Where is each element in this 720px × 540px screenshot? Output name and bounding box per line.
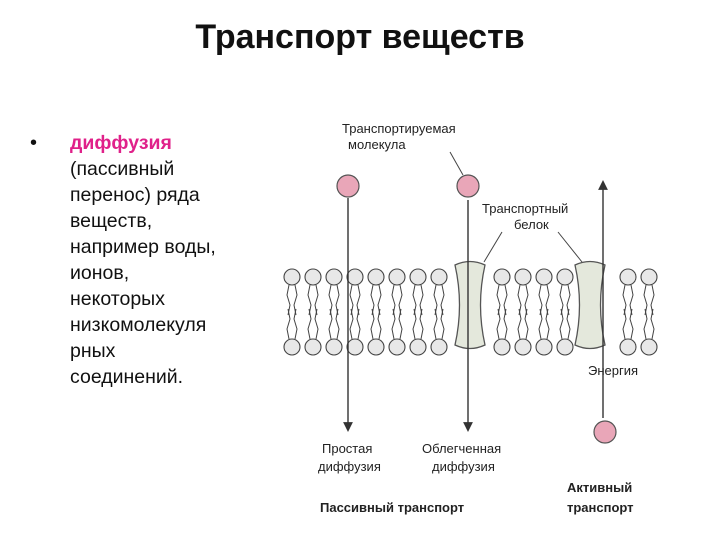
phospholipid: [346, 308, 364, 356]
label-simple-diffusion: Простая: [322, 441, 372, 456]
phospholipid: [409, 308, 427, 356]
label-active-transport: транспорт: [567, 500, 634, 515]
bullet-line: (пассивный: [70, 158, 175, 180]
label-transported-molecule: Транспортируемая: [342, 121, 456, 136]
phospholipid: [493, 308, 511, 356]
phospholipid: [304, 268, 322, 316]
phospholipid: [430, 308, 448, 356]
label-active-transport: Активный: [567, 480, 632, 495]
bullet-line: перенос) ряда: [70, 184, 200, 206]
label-passive-transport: Пассивный транспорт: [320, 500, 464, 515]
phospholipid: [640, 268, 658, 316]
phospholipid: [388, 268, 406, 316]
phospholipid: [556, 308, 574, 356]
bullet-line: например воды,: [70, 236, 216, 258]
bullet-line: низкомолекуля: [70, 314, 207, 336]
bullet-line: соединений.: [70, 366, 184, 388]
bullet-text: диффузия (пассивный перенос) ряда вещест…: [70, 130, 275, 390]
bullet-marker: •: [30, 132, 38, 154]
transport-protein-channel: [454, 260, 486, 350]
phospholipid: [493, 268, 511, 316]
label-energy: Энергия: [588, 363, 638, 378]
label-facilitated-diffusion: диффузия: [432, 459, 495, 474]
label-transport-protein: белок: [514, 217, 549, 232]
transport-protein-pump: [574, 260, 606, 350]
phospholipid: [514, 308, 532, 356]
phospholipid: [325, 308, 343, 356]
phospholipid: [556, 268, 574, 316]
slide-title: Транспорт веществ: [0, 18, 720, 57]
bullet-line: рных: [70, 340, 116, 362]
phospholipid: [514, 268, 532, 316]
label-simple-diffusion: диффузия: [318, 459, 381, 474]
phospholipid: [430, 268, 448, 316]
phospholipid: [367, 268, 385, 316]
molecule-pointer-line: [449, 151, 464, 176]
phospholipid: [409, 268, 427, 316]
slide-title-text: Транспорт веществ: [195, 18, 525, 56]
bullet-line: веществ,: [70, 210, 153, 232]
molecule-simple-diffusion: [336, 174, 360, 198]
phospholipid: [367, 308, 385, 356]
phospholipid: [346, 268, 364, 316]
bullet-term: диффузия: [70, 132, 172, 154]
lipid-layer-top: [283, 268, 658, 316]
phospholipid: [283, 308, 301, 356]
molecule-facilitated-diffusion: [456, 174, 480, 198]
phospholipid: [619, 308, 637, 356]
molecule-active-transport: [593, 420, 617, 444]
label-transport-protein: Транспортный: [482, 201, 568, 216]
phospholipid: [304, 308, 322, 356]
phospholipid: [535, 268, 553, 316]
phospholipid: [535, 308, 553, 356]
lipid-bilayer: [283, 268, 658, 356]
phospholipid: [388, 308, 406, 356]
phospholipid: [283, 268, 301, 316]
label-facilitated-diffusion: Облегченная: [422, 441, 501, 456]
phospholipid: [619, 268, 637, 316]
lipid-layer-bottom: [283, 308, 658, 356]
bullet-line: ионов,: [70, 262, 130, 284]
protein-pointer-line: [557, 231, 583, 263]
protein-pointer-line: [483, 231, 503, 263]
phospholipid: [325, 268, 343, 316]
phospholipid: [640, 308, 658, 356]
bullet-line: некоторых: [70, 288, 165, 310]
membrane-transport-diagram: Транспортируемая молекула Транспортный б…: [283, 121, 658, 515]
label-transported-molecule: молекула: [348, 137, 406, 152]
